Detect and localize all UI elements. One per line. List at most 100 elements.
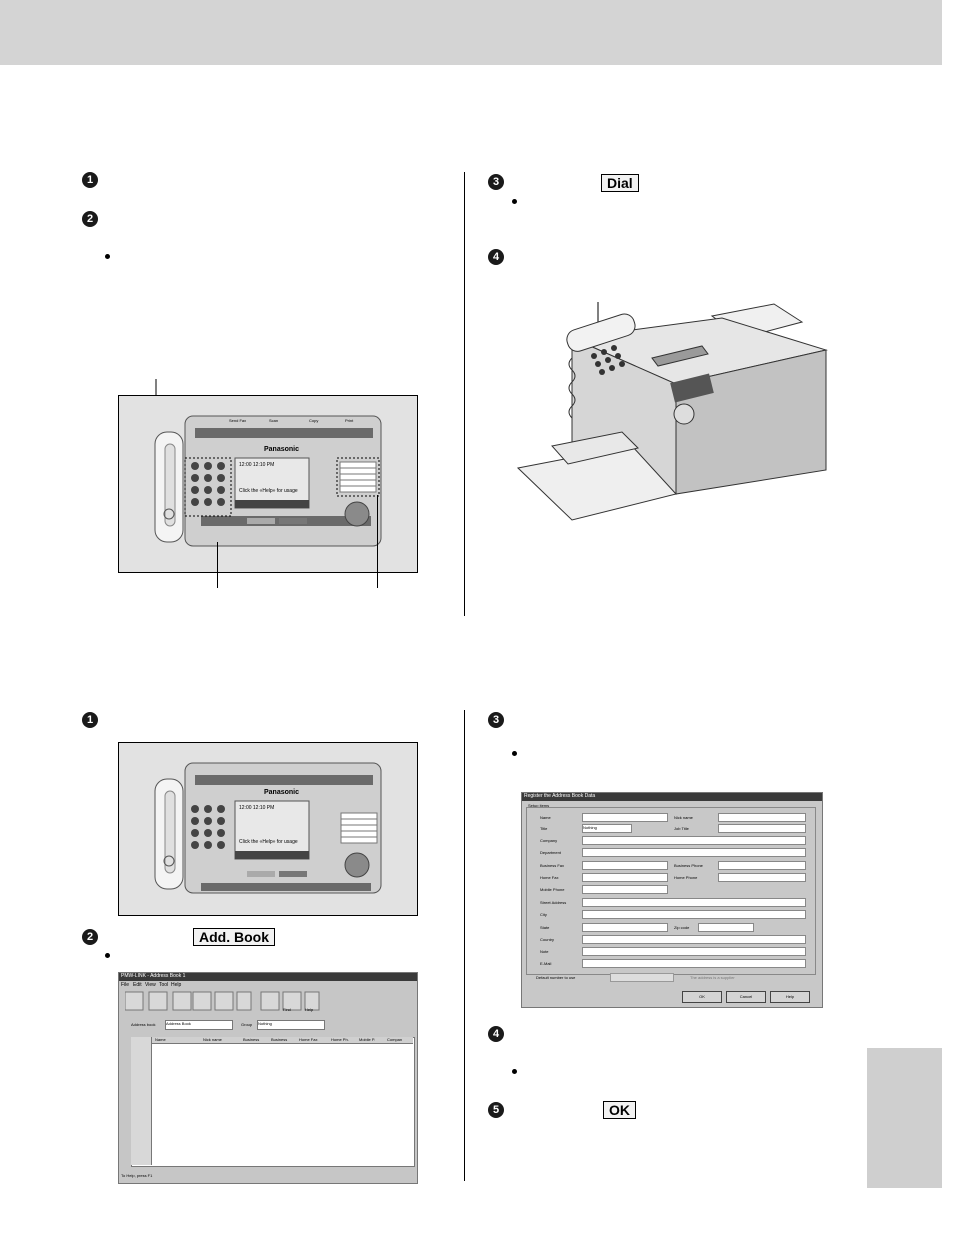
- column-header[interactable]: Name: [155, 1037, 166, 1042]
- title-select[interactable]: Nothing: [582, 824, 632, 833]
- email-input[interactable]: [582, 959, 806, 968]
- console-tab: Print: [345, 418, 354, 423]
- street-address-input[interactable]: [582, 898, 806, 907]
- step-4-icon: 4: [488, 1026, 504, 1042]
- dialog-cancel-button[interactable]: Cancel: [726, 991, 766, 1003]
- dialog-help-button[interactable]: Help: [770, 991, 810, 1003]
- setup-items-label: Setup items: [528, 803, 550, 808]
- column-header[interactable]: Home Fax: [299, 1037, 318, 1042]
- column-divider-bottom: [464, 710, 465, 1181]
- menu-file[interactable]: File: [121, 982, 130, 988]
- step-1-icon: 1: [82, 172, 98, 188]
- city-input[interactable]: [582, 910, 806, 919]
- state-input[interactable]: [582, 923, 668, 932]
- column-header[interactable]: Nick name: [203, 1037, 222, 1042]
- mobile-phone-input[interactable]: [582, 885, 668, 894]
- field-label: State: [540, 925, 550, 930]
- job-title-input[interactable]: [718, 824, 806, 833]
- dial-key[interactable]: Dial: [601, 174, 639, 192]
- field-label: Business Phone: [674, 863, 703, 868]
- supplier-hint: The address is a supplier: [690, 975, 735, 980]
- field-label: Business Fax: [540, 863, 565, 868]
- dialog-ok-button[interactable]: OK: [682, 991, 722, 1003]
- nickname-input[interactable]: [718, 813, 806, 822]
- field-label: Home Phone: [674, 875, 698, 880]
- status-bar: To Help, press F1: [121, 1173, 153, 1178]
- step-1-icon: 1: [82, 712, 98, 728]
- menu-view[interactable]: View: [145, 982, 156, 988]
- column-header[interactable]: Mobile P.: [359, 1037, 376, 1042]
- field-label: Nick name: [674, 815, 693, 820]
- step-3-icon: 3: [488, 712, 504, 728]
- bullet: [512, 751, 517, 756]
- callout-directory-line: [377, 495, 378, 588]
- field-label: Name: [540, 815, 551, 820]
- display-message: Click the «Help» for usage: [239, 488, 298, 494]
- find-label[interactable]: Find: [283, 1007, 291, 1012]
- home-phone-input[interactable]: [718, 873, 806, 882]
- menu-tool[interactable]: Tool: [159, 982, 169, 988]
- address-book-window: PMW-LINK - Address Book 1 File Edit View…: [118, 972, 418, 1184]
- name-input[interactable]: [582, 813, 668, 822]
- address-table[interactable]: [131, 1037, 415, 1167]
- column-header[interactable]: Business: [271, 1037, 288, 1042]
- console-screenshot-1: Send Fax Scan Copy Print Panasonic 12:00…: [118, 395, 418, 573]
- field-label: Home Fax: [540, 875, 559, 880]
- field-label: Department: [540, 850, 561, 855]
- toolbar-icons: [125, 991, 320, 1011]
- console-tab: Scan: [269, 418, 279, 423]
- default-number-select[interactable]: [610, 973, 674, 982]
- dialog-title: Register the Address Book Data: [524, 793, 596, 799]
- company-input[interactable]: [582, 836, 806, 845]
- bullet: [105, 953, 110, 958]
- display-message: Click the «Help» for usage: [239, 839, 298, 845]
- display-time: 12:00 12:10 PM: [239, 462, 275, 468]
- console-tab: Copy: [309, 418, 319, 423]
- business-fax-input[interactable]: [582, 861, 668, 870]
- section-tab: [867, 1048, 942, 1188]
- group-select[interactable]: Nothing: [257, 1020, 325, 1030]
- step-4-icon: 4: [488, 249, 504, 265]
- menu-help[interactable]: Help: [171, 982, 182, 988]
- department-input[interactable]: [582, 848, 806, 857]
- field-label: Job Title: [674, 826, 689, 831]
- step-3-icon: 3: [488, 174, 504, 190]
- help-label[interactable]: Help: [305, 1007, 314, 1012]
- brand-label: Panasonic: [264, 446, 300, 453]
- callout-bottom-tabs-line: [217, 542, 218, 588]
- ok-key[interactable]: OK: [603, 1101, 636, 1119]
- field-label: Zip code: [674, 925, 690, 930]
- header-band: [0, 0, 942, 65]
- zip-code-input[interactable]: [698, 923, 754, 932]
- row-number-column: [131, 1037, 152, 1165]
- table-header-row: [131, 1037, 413, 1044]
- country-input[interactable]: [582, 935, 806, 944]
- note-input[interactable]: [582, 947, 806, 956]
- default-number-label: Default number to use: [536, 975, 576, 980]
- column-header[interactable]: Business: [243, 1037, 260, 1042]
- address-book-label: Address book: [131, 1022, 156, 1027]
- step-2-icon: 2: [82, 929, 98, 945]
- field-label: E-Mail: [540, 961, 552, 966]
- window-title: PMW-LINK - Address Book 1: [121, 973, 186, 979]
- column-header[interactable]: Home Ph.: [331, 1037, 349, 1042]
- home-fax-input[interactable]: [582, 873, 668, 882]
- field-label: Title: [540, 826, 548, 831]
- field-label: Mobile Phone: [540, 887, 565, 892]
- group-label: Group: [241, 1022, 253, 1027]
- console-illustration: [154, 762, 382, 894]
- title-bar: [119, 973, 417, 981]
- column-header[interactable]: Compan: [387, 1037, 403, 1042]
- dialog-title-bar: [522, 793, 822, 801]
- add-book-key[interactable]: Add. Book: [193, 928, 275, 946]
- column-divider-top: [464, 172, 465, 616]
- menu-edit[interactable]: Edit: [133, 982, 142, 988]
- fax-machine-illustration: [516, 302, 828, 521]
- address-book-select[interactable]: Address Book: [165, 1020, 233, 1030]
- register-dialog: Register the Address Book Data Setup ite…: [521, 792, 823, 1008]
- bullet: [105, 254, 110, 259]
- console-screenshot-2: Panasonic 12:00 12:10 PM Click the «Help…: [118, 742, 418, 916]
- field-label: Country: [540, 937, 555, 942]
- business-phone-input[interactable]: [718, 861, 806, 870]
- brand-label: Panasonic: [264, 789, 300, 796]
